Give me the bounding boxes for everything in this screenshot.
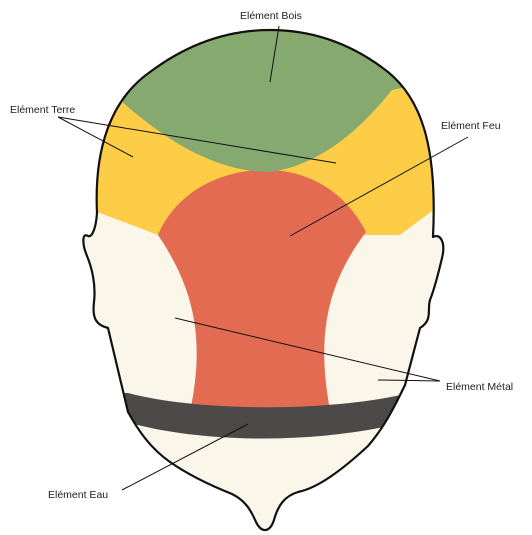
label-bois: Elément Bois — [240, 10, 302, 22]
label-feu: Elément Feu — [441, 120, 501, 132]
label-metal: Elément Métal — [446, 381, 513, 393]
label-terre: Elément Terre — [10, 104, 75, 116]
label-eau: Elément Eau — [48, 489, 108, 501]
